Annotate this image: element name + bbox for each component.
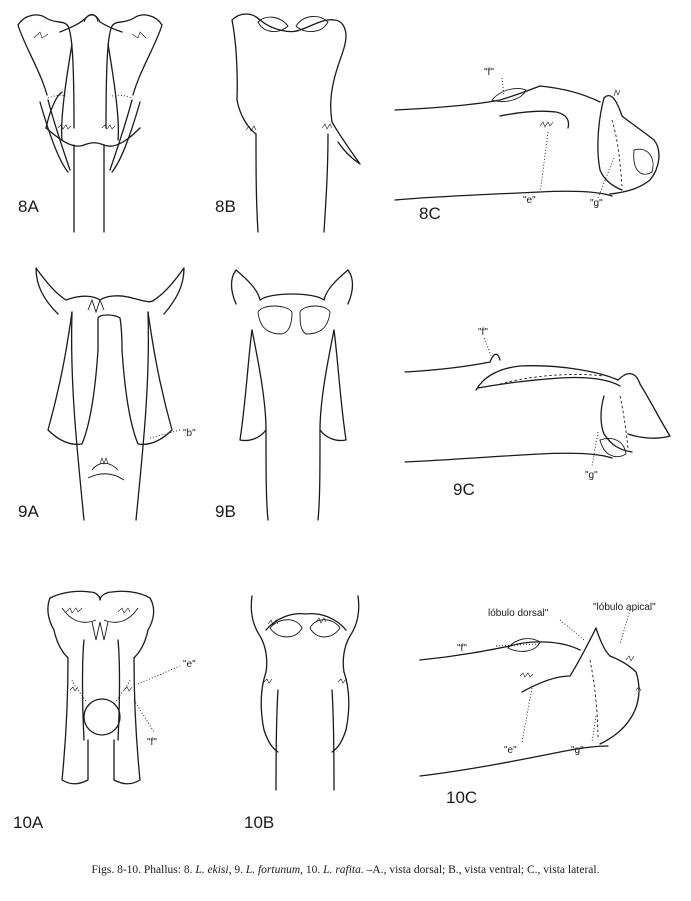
figure-label-9c: 9C [453,480,475,499]
figure-label-8a: 8A [18,197,39,216]
phallus-10a-dorsal-drawing [47,590,181,785]
annotation-8c-e: "e" [523,195,536,206]
phallus-8a-dorsal-drawing [17,14,163,233]
caption-suffix: –A., vista dorsal; B., vista ventral; C.… [363,864,600,876]
caption-mid-2: 10. [303,864,324,876]
phallus-10c-lateral-drawing [419,609,642,777]
annotation-8c-f: "f" [484,67,494,78]
figure-label-10a: 10A [13,813,44,832]
figure-label-10c: 10C [446,788,477,807]
figure-label-8b: 8B [215,197,236,216]
phallus-10b-ventral-drawing [250,595,360,791]
figure-label-9b: 9B [215,502,236,521]
figure-caption: Figs. 8-10. Phallus: 8. L. ekisi, 9. L. … [0,864,691,876]
annotation-9-b: "b" [183,428,196,439]
phallus-9b-ventral-drawing [230,269,354,521]
figure-label-8c: 8C [419,204,441,223]
phallus-9c-lateral-drawing [404,337,671,467]
annotation-10c-g: "g" [571,745,584,756]
caption-species-ekisi: L. ekisi, [195,864,232,876]
annotation-10-e: "e" [183,659,196,670]
figure-label-10b: 10B [244,813,274,832]
caption-species-fortunum: L. fortunum, [245,864,304,876]
phallus-9a-dorsal-drawing [35,267,185,521]
caption-mid-1: 9. [231,864,246,876]
annotation-10c-lobulo-dorsal: lóbulo dorsal" [488,608,549,619]
annotation-10c-lobulo-apical: "lóbulo apical" [593,602,656,613]
annotation-9c-f: "f" [478,327,488,338]
annotation-9c-g: "g" [585,470,598,481]
caption-prefix: Figs. 8-10. Phallus: 8. [91,864,196,876]
phallus-8c-lateral-drawing [394,77,660,201]
annotation-10c-e: "e" [504,745,517,756]
figure-label-9a: 9A [18,502,39,521]
caption-species-rafita: L. rafita. [323,864,364,876]
annotation-10a-f: "f" [147,737,157,748]
phallus-8b-ventral-drawing [231,13,361,233]
annotation-8c-g: "g" [590,198,603,209]
annotation-10c-f: "f" [457,643,467,654]
